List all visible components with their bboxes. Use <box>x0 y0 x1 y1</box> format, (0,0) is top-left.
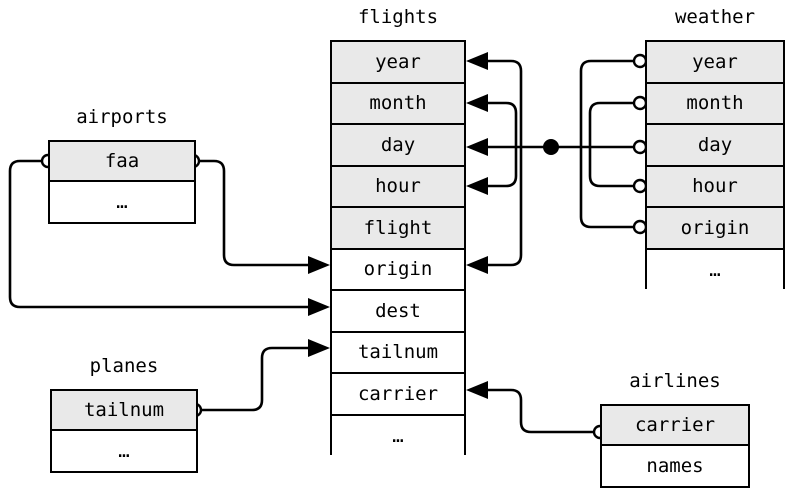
field-label: tailnum <box>83 399 165 421</box>
field-weather-origin[interactable]: origin <box>647 208 783 250</box>
table-title-airlines: airlines <box>629 370 721 392</box>
wire-weather-month-to-flights-month <box>478 101 518 147</box>
arrowhead-flights-hour <box>466 177 488 195</box>
field-flights-dest[interactable]: dest <box>332 291 464 333</box>
wire-weather-hour-to-flights-hour <box>478 147 518 188</box>
arrowhead-flights-day <box>466 138 488 156</box>
table-box-flights: year month day hour flight origin dest t… <box>330 40 466 457</box>
table-title-flights: flights <box>357 6 439 28</box>
field-label: … <box>118 439 130 462</box>
table-box-airlines: carrier names <box>600 404 750 488</box>
field-flights-tailnum[interactable]: tailnum <box>332 332 464 374</box>
table-title-planes: planes <box>89 355 159 377</box>
field-weather-day[interactable]: day <box>647 125 783 167</box>
field-airlines-names[interactable]: names <box>602 446 748 486</box>
field-weather-hour[interactable]: hour <box>647 166 783 208</box>
wire-airports-faa-to-flights-origin <box>196 159 318 267</box>
field-flights-day[interactable]: day <box>332 125 464 167</box>
wire-bus-weather-hour <box>588 147 637 188</box>
table-box-planes: tailnum … <box>50 389 198 473</box>
arrowhead-flights-origin-from-weather <box>466 256 488 274</box>
field-label: day <box>697 133 733 156</box>
field-label: tailnum <box>357 341 439 364</box>
arrowhead-flights-tailnum <box>308 339 330 357</box>
wire-bus-weather-year <box>579 59 637 147</box>
wire-bus-weather-origin <box>579 147 637 229</box>
arrowhead-flights-dest <box>308 298 330 316</box>
field-flights-carrier[interactable]: carrier <box>332 374 464 416</box>
field-flights-origin[interactable]: origin <box>332 249 464 291</box>
field-weather-year[interactable]: year <box>647 42 783 84</box>
field-label: … <box>392 425 404 447</box>
field-flights-hour[interactable]: hour <box>332 166 464 208</box>
table-box-airports: faa … <box>48 140 196 224</box>
field-label: origin <box>363 258 433 281</box>
wire-bus-weather-month <box>588 101 637 147</box>
field-airlines-carrier[interactable]: carrier <box>602 406 748 446</box>
field-planes-tailnum[interactable]: tailnum <box>52 391 196 431</box>
field-airports-faa[interactable]: faa <box>50 142 194 182</box>
junction-dot <box>543 139 559 155</box>
field-label: names <box>646 454 704 477</box>
field-weather-more[interactable]: … <box>647 249 783 291</box>
wire-planes-tailnum-to-flights-tailnum <box>198 346 318 412</box>
field-label: dest <box>375 299 421 322</box>
field-label: … <box>709 259 721 281</box>
field-flights-flight[interactable]: flight <box>332 208 464 250</box>
arrowhead-flights-month <box>466 94 488 112</box>
field-weather-month[interactable]: month <box>647 83 783 125</box>
arrowhead-flights-year <box>466 52 488 70</box>
field-label: day <box>380 133 416 156</box>
field-label: hour <box>375 175 421 198</box>
table-box-weather: year month day hour origin … <box>645 40 785 291</box>
field-label: month <box>369 92 427 115</box>
wire-weather-year-to-flights-year <box>478 59 523 147</box>
table-title-weather: weather <box>674 6 756 28</box>
arrowhead-flights-carrier <box>466 381 488 399</box>
field-label: faa <box>104 150 140 172</box>
wire-airlines-carrier-to-flights-carrier <box>478 388 597 434</box>
field-label: hour <box>692 175 738 198</box>
field-planes-more[interactable]: … <box>52 431 196 471</box>
field-label: carrier <box>357 382 439 405</box>
field-label: … <box>116 190 128 213</box>
field-airports-more[interactable]: … <box>50 182 194 222</box>
field-flights-month[interactable]: month <box>332 83 464 125</box>
field-label: year <box>375 50 421 73</box>
field-flights-year[interactable]: year <box>332 42 464 84</box>
table-title-airports: airports <box>76 106 168 128</box>
field-label: month <box>686 92 744 115</box>
field-label: origin <box>680 216 750 239</box>
arrowhead-flights-origin-from-airports <box>308 256 330 274</box>
field-label: carrier <box>634 414 716 436</box>
wire-weather-origin-to-flights-origin <box>478 147 523 267</box>
field-label: year <box>692 50 738 73</box>
field-flights-more[interactable]: … <box>332 415 464 457</box>
field-label: flight <box>363 216 433 239</box>
